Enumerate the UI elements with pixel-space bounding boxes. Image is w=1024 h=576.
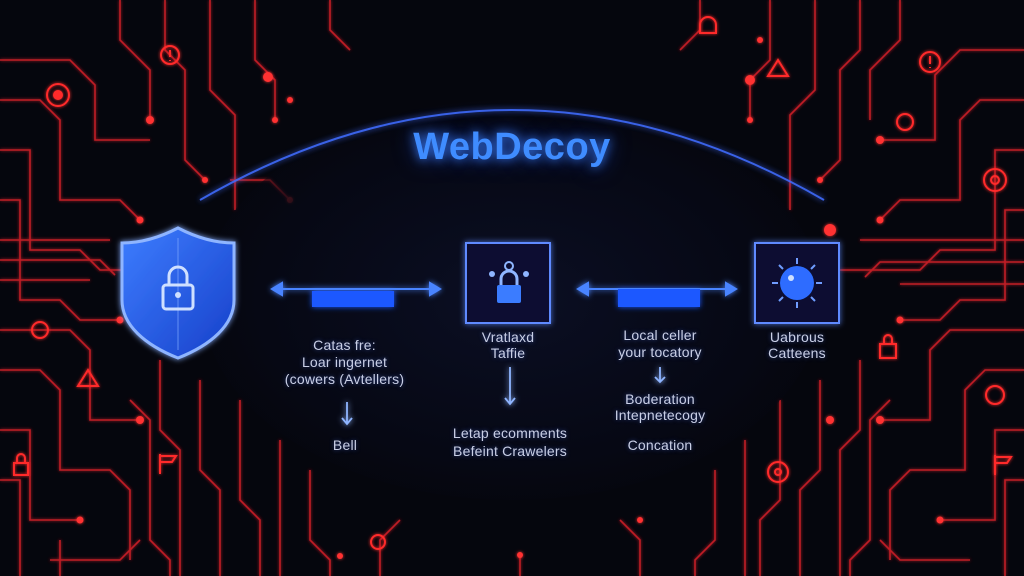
down-arrows — [341, 367, 666, 426]
lock-icon — [370, 534, 386, 550]
arrow-right-link — [576, 281, 738, 307]
bell-icon — [699, 16, 717, 34]
warning-icon — [766, 58, 790, 77]
shield-lock-icon — [120, 226, 236, 360]
alert-icon — [919, 51, 941, 73]
panel-arc — [199, 109, 825, 201]
warning-icon — [76, 368, 100, 387]
left-label-2: Loar ingernet — [301, 354, 388, 370]
circuit-nodes — [76, 37, 944, 559]
page-title: WebDecoy — [413, 126, 611, 168]
virus-icon — [754, 242, 840, 324]
right-box-label-2: Catteens — [768, 345, 826, 361]
mid-right-label-1: Local celler — [623, 327, 697, 343]
mid-right-label-2: your tocatory — [618, 344, 702, 360]
mid-right-label-5: Concation — [627, 437, 693, 453]
target-icon — [983, 168, 1007, 192]
lock-icon — [13, 453, 29, 476]
target-icon — [767, 461, 789, 483]
hazard-icon — [896, 113, 914, 131]
center-below-label-2: Befeint Crawelers — [453, 443, 567, 459]
arrow-left-link — [270, 281, 442, 307]
center-box-label-2: Taffie — [490, 345, 526, 361]
mid-right-label-4: Intepnetecogy — [614, 407, 706, 423]
lock-icon — [879, 334, 897, 359]
flag-icon — [159, 454, 178, 474]
left-label-1: Catas fre: — [313, 337, 376, 353]
left-below-label: Bell — [332, 437, 358, 453]
alert-icon — [160, 45, 180, 65]
center-box-label-1: Vratlaxd — [481, 329, 535, 345]
flag-icon — [994, 455, 1013, 475]
bug-icon — [46, 83, 70, 107]
lock-network-icon — [465, 242, 551, 324]
right-box-label-1: Uabrous — [769, 329, 825, 345]
bug-icon — [985, 385, 1005, 405]
left-label-3: (cowers (Avtellers) — [284, 371, 405, 387]
center-below-label-1: Letap ecomments — [452, 425, 568, 441]
bug-icon — [31, 321, 49, 339]
threat-icons — [13, 16, 1013, 550]
mid-right-label-3: Boderation — [625, 391, 695, 407]
